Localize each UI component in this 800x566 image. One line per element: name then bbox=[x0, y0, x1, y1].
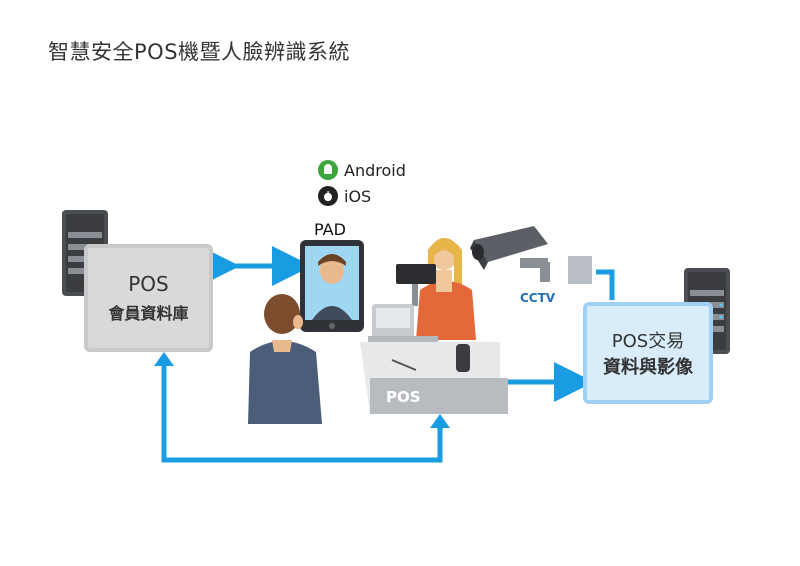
diagram-title: 智慧安全POS機暨人臉辨識系統 bbox=[48, 40, 351, 64]
customer-person-icon bbox=[248, 294, 322, 424]
member-database-box: POS 會員資料庫 bbox=[84, 244, 213, 352]
pos-label: POS bbox=[386, 388, 421, 406]
tablet-device-icon bbox=[300, 240, 364, 332]
arrow-loop-head-db bbox=[154, 352, 174, 366]
pos-counter-icon bbox=[360, 342, 508, 414]
pad-label: PAD bbox=[314, 220, 346, 239]
cctv-link-line bbox=[596, 269, 615, 300]
platform-android-label: Android bbox=[344, 160, 406, 180]
cctv-camera-icon bbox=[470, 226, 592, 284]
android-icon bbox=[318, 160, 338, 180]
arrow-loop-line bbox=[161, 364, 443, 463]
platform-ios-label: iOS bbox=[344, 186, 372, 206]
member-database-line1: POS bbox=[128, 272, 169, 296]
member-database-line2: 會員資料庫 bbox=[108, 304, 189, 323]
platform-ios: iOS bbox=[318, 186, 371, 206]
transaction-store-line2: 資料與影像 bbox=[603, 357, 693, 378]
cashier-person-icon bbox=[416, 238, 476, 340]
transaction-store-box: POS交易 資料與影像 bbox=[583, 302, 713, 404]
pos-display-icon bbox=[396, 264, 436, 306]
arrow-loop-head-pos bbox=[430, 414, 450, 428]
cctv-label: CCTV bbox=[520, 291, 556, 305]
transaction-store-line1: POS交易 bbox=[611, 331, 685, 352]
platform-android: Android bbox=[318, 160, 406, 180]
apple-icon bbox=[318, 186, 338, 206]
